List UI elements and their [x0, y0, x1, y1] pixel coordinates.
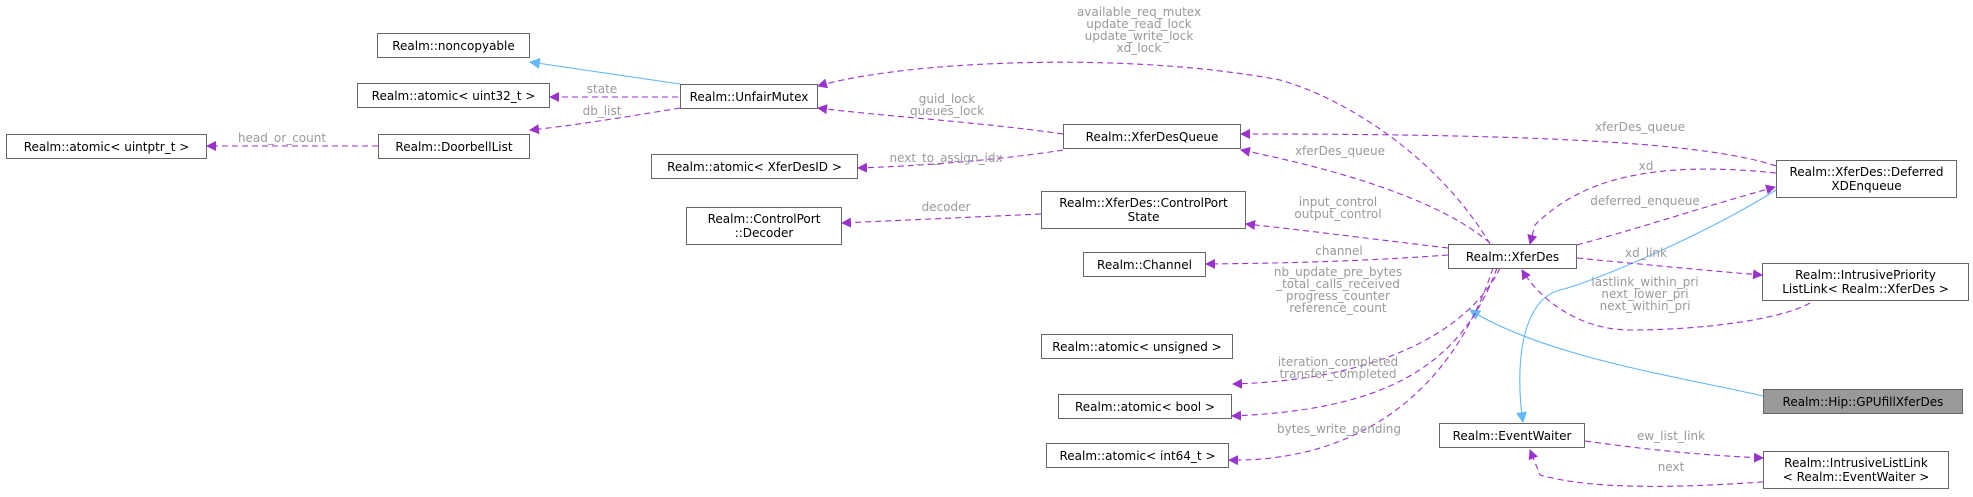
node-xferdesqueue[interactable]: Realm::XferDesQueue [1063, 124, 1241, 149]
edge-xferdes-atomicint64 [1228, 267, 1494, 466]
edge-xferdes-queue [1240, 146, 1491, 244]
node-xferdes[interactable]: Realm::XferDes [1448, 244, 1577, 269]
label-counters: nb_update_pre_bytes _total_calls_receive… [1273, 265, 1403, 315]
label-decoder: decoder [921, 200, 971, 214]
node-channel[interactable]: Realm::Channel [1083, 252, 1206, 277]
label-pri-links: lastlink_within_pri next_lower_pri next_… [1591, 275, 1699, 313]
label-io-control: input_control output_control [1294, 195, 1382, 221]
label-channel: channel [1315, 244, 1363, 258]
node-eventwaiter[interactable]: Realm::EventWaiter [1439, 423, 1585, 448]
label-xd-link: xd_link [1625, 246, 1667, 260]
label-completed: iteration_completed transfer_completed [1277, 355, 1399, 381]
node-gpufill-xferdes[interactable]: Realm::Hip::GPUfillXferDes [1763, 389, 1963, 414]
edge-deferred-queue [1240, 129, 1777, 167]
edge-xferdes-atomicbool [1231, 267, 1498, 421]
label-head-or-count: head_or_count [237, 131, 327, 145]
edge-deferred-to-eventwaiter [1516, 170, 1804, 424]
edge-xferdes-state [1245, 219, 1449, 249]
edge-queue-atomicxferdesid [857, 149, 1064, 173]
edge-xferdes-deferred [1576, 184, 1776, 246]
edge-unfairmutex-to-noncopyable [528, 57, 681, 85]
edge-xferdes-intrusivepri [1576, 257, 1763, 280]
node-atomic-uintptr[interactable]: Realm::atomic< uintptr_t > [6, 134, 207, 159]
label-db-list: db_list [582, 104, 622, 118]
label-xferdes-queue-mid: xferDes_queue [1294, 144, 1386, 158]
node-atomic-xferdesid[interactable]: Realm::atomic< XferDesID > [651, 154, 858, 179]
label-next-to-assign: next_to_assign_idx [889, 151, 1003, 165]
node-intrusive-priority-listlink[interactable]: Realm::IntrusivePriority ListLink< Realm… [1762, 263, 1969, 301]
node-noncopyable[interactable]: Realm::noncopyable [377, 33, 530, 58]
node-doorbelllist[interactable]: Realm::DoorbellList [378, 134, 530, 159]
node-controlport-decoder[interactable]: Realm::ControlPort ::Decoder [686, 207, 842, 245]
edge-xferdes-atomicunsigned [1232, 267, 1501, 389]
edge-xferdes-unfairmutex [817, 61, 1491, 245]
label-mutex-members: available_req_mutex update_read_lock upd… [1076, 5, 1202, 55]
node-atomic-uint32[interactable]: Realm::atomic< uint32_t > [357, 83, 550, 108]
edge-eventwaiter-intrusivelist [1584, 440, 1764, 463]
node-atomic-unsigned[interactable]: Realm::atomic< unsigned > [1041, 334, 1233, 359]
label-xferdes-queue-top: xferDes_queue [1594, 120, 1686, 134]
node-deferred-xdenqueue[interactable]: Realm::XferDes::Deferred XDEnqueue [1776, 160, 1957, 198]
label-state: state [586, 82, 618, 96]
edge-queue-unfairmutex [817, 104, 1064, 135]
label-ew-list-link: ew_list_link [1636, 429, 1706, 443]
node-atomic-int64[interactable]: Realm::atomic< int64_t > [1046, 443, 1229, 468]
edge-intrusivelist-eventwaiter [1528, 449, 1764, 487]
label-xd: xd [1638, 159, 1654, 173]
label-deferred-enqueue: deferred_enqueue [1590, 194, 1700, 208]
edge-unfairmutex-doorbell [529, 107, 681, 135]
label-guid-lock: guid_lock queues_lock [909, 92, 985, 118]
edge-intrusivepri-xferdes [1521, 269, 1811, 331]
label-next: next [1657, 460, 1685, 474]
edge-state-decoder [841, 213, 1042, 228]
edge-xferdes-channel [1205, 254, 1449, 269]
node-unfairmutex[interactable]: Realm::UnfairMutex [680, 84, 818, 109]
node-intrusive-listlink[interactable]: Realm::IntrusiveListLink < Realm::EventW… [1763, 451, 1949, 489]
node-controlport-state[interactable]: Realm::XferDes::ControlPort State [1041, 191, 1246, 229]
label-bytes-write: bytes_write_pending [1276, 422, 1402, 436]
edge-gpufill-to-xferdes [1469, 309, 1777, 400]
node-atomic-bool[interactable]: Realm::atomic< bool > [1058, 394, 1232, 419]
